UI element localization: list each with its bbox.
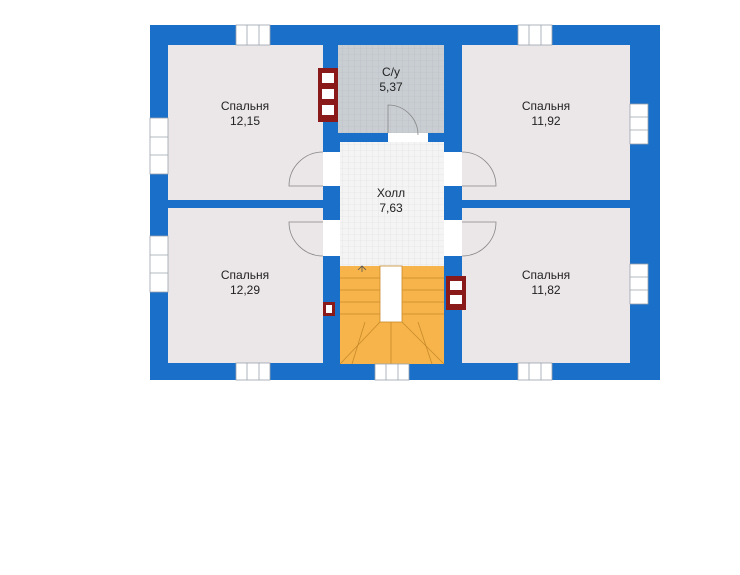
room-name: Спальня	[522, 99, 570, 113]
bedroom-bottom-right	[462, 208, 630, 363]
window-bottom-center	[374, 363, 410, 381]
bedroom-top-right	[462, 45, 630, 200]
door-swing-left-lower	[288, 221, 324, 257]
room-name: Спальня	[221, 268, 269, 282]
door-swing-left-upper	[288, 151, 324, 187]
room-name: С/у	[382, 65, 400, 79]
window-left-lower	[149, 235, 169, 293]
window-top-right	[517, 24, 553, 46]
door-swing-bathroom	[387, 104, 419, 136]
room-name: Спальня	[221, 99, 269, 113]
window-right-upper	[629, 103, 649, 145]
chimney-left	[318, 68, 338, 122]
room-name: Спальня	[522, 268, 570, 282]
door-swing-right-lower	[461, 221, 497, 257]
vent-small	[323, 302, 335, 316]
window-left-upper	[149, 117, 169, 175]
window-top-left	[235, 24, 271, 46]
room-area: 5,37	[379, 80, 403, 94]
window-bottom-right	[517, 362, 553, 381]
bedroom-bottom-left	[168, 208, 323, 363]
chimney-right	[446, 276, 466, 310]
bathroom-tile-grid	[338, 45, 444, 133]
room-area: 11,92	[531, 114, 560, 128]
room-area: 12,29	[230, 283, 260, 297]
room-area: 12,15	[230, 114, 260, 128]
room-area: 7,63	[379, 201, 403, 215]
staircase	[339, 265, 445, 365]
doors	[288, 104, 497, 257]
window-right-lower	[629, 263, 649, 305]
room-area: 11,82	[531, 283, 560, 297]
door-swing-right-upper	[461, 151, 497, 187]
room-name: Холл	[377, 186, 405, 200]
hall-tile-grid	[340, 142, 444, 266]
bedroom-top-left	[168, 45, 323, 200]
windows	[149, 24, 649, 381]
window-bottom-left	[235, 362, 271, 381]
